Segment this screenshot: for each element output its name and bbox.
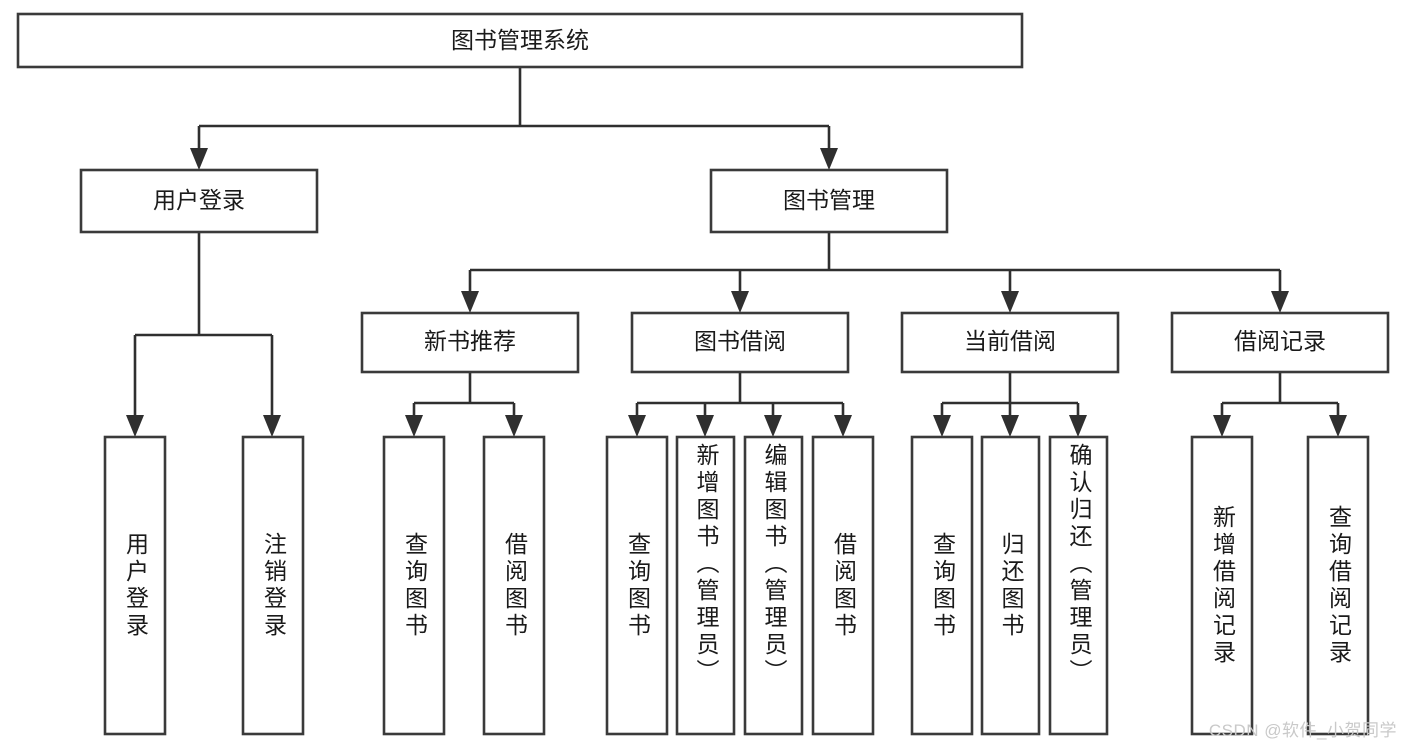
arrow-to-book-manage: [820, 148, 838, 170]
leaf-return-book[interactable]: [980, 435, 1041, 736]
leaf-logout-login-box[interactable]: [241, 435, 305, 736]
leaf-borrow-book-2[interactable]: [811, 435, 875, 736]
arrow-current-borrow: [1001, 291, 1019, 313]
leaf-user-login[interactable]: [103, 435, 167, 736]
node-book-manage-box[interactable]: [709, 168, 949, 234]
leaf-query-book-2-box[interactable]: [605, 435, 669, 736]
node-borrow-record[interactable]: 借阅记录: [1170, 311, 1390, 374]
leaf-query-record-box[interactable]: [1306, 435, 1370, 736]
csdn-watermark: CSDN @软件_小贺同学: [1208, 721, 1397, 740]
leaf-confirm-return-box[interactable]: [1048, 435, 1109, 736]
leaf-query-book-3[interactable]: [910, 435, 974, 736]
node-current-borrow-box[interactable]: [900, 311, 1120, 374]
arrow-leaf-return-book: [1001, 415, 1019, 437]
leaf-borrow-book-1[interactable]: [482, 435, 546, 736]
arrow-borrow-record: [1271, 291, 1289, 313]
node-new-book-recommend[interactable]: 新书推荐: [360, 311, 580, 374]
node-borrow-record-label: 借阅记录: [1234, 328, 1326, 354]
arrow-new-book-recommend: [461, 291, 479, 313]
leaf-user-login-box[interactable]: [103, 435, 167, 736]
leaf-confirm-return[interactable]: [1048, 435, 1109, 736]
arrow-leaf-add-book: [696, 415, 714, 437]
node-current-borrow[interactable]: 当前借阅: [900, 311, 1120, 374]
node-user-login-box[interactable]: [79, 168, 319, 234]
leaf-query-book-2[interactable]: [605, 435, 669, 736]
leaf-query-book-1[interactable]: [382, 435, 446, 736]
leaf-return-book-box[interactable]: [980, 435, 1041, 736]
leaf-borrow-book-1-box[interactable]: [482, 435, 546, 736]
node-book-borrow-label: 图书借阅: [694, 328, 786, 354]
node-book-manage-label: 图书管理: [783, 187, 875, 213]
node-root-label: 图书管理系统: [451, 27, 589, 53]
node-borrow-record-box[interactable]: [1170, 311, 1390, 374]
leaf-query-record[interactable]: [1306, 435, 1370, 736]
leaf-logout-login[interactable]: [241, 435, 305, 736]
leaf-borrow-book-2-box[interactable]: [811, 435, 875, 736]
leaf-add-book-box[interactable]: [675, 435, 736, 736]
leaf-query-book-1-box[interactable]: [382, 435, 446, 736]
node-current-borrow-label: 当前借阅: [964, 328, 1056, 354]
arrow-leaf-query-book-2: [628, 415, 646, 437]
node-new-book-recommend-label: 新书推荐: [424, 328, 516, 354]
arrow-leaf-query-book-1: [405, 415, 423, 437]
arrow-leaf-confirm-return: [1069, 415, 1087, 437]
arrow-leaf-user-login: [126, 415, 144, 437]
node-new-book-recommend-box[interactable]: [360, 311, 580, 374]
leaf-edit-book-box[interactable]: [743, 435, 804, 736]
arrow-leaf-add-record: [1213, 415, 1231, 437]
node-root-box[interactable]: [16, 12, 1024, 69]
leaf-add-book[interactable]: [675, 435, 736, 736]
node-book-borrow[interactable]: 图书借阅: [630, 311, 850, 374]
node-user-login[interactable]: 用户登录: [79, 168, 319, 234]
leaf-query-book-3-box[interactable]: [910, 435, 974, 736]
arrow-leaf-logout-login: [263, 415, 281, 437]
leaf-add-record-box[interactable]: [1190, 435, 1254, 736]
arrow-to-user-login: [190, 148, 208, 170]
leaf-add-record[interactable]: [1190, 435, 1254, 736]
node-book-manage[interactable]: 图书管理: [709, 168, 949, 234]
node-book-borrow-box[interactable]: [630, 311, 850, 374]
leaf-edit-book[interactable]: [743, 435, 804, 736]
node-user-login-label: 用户登录: [153, 187, 245, 213]
arrow-leaf-query-record: [1329, 415, 1347, 437]
node-root[interactable]: 图书管理系统: [16, 12, 1024, 69]
arrow-leaf-borrow-book-1: [505, 415, 523, 437]
connector-layer: [126, 67, 1347, 437]
arrow-book-borrow: [731, 291, 749, 313]
arrow-leaf-edit-book: [764, 415, 782, 437]
arrow-leaf-borrow-book-2: [834, 415, 852, 437]
arrow-leaf-query-book-3: [933, 415, 951, 437]
